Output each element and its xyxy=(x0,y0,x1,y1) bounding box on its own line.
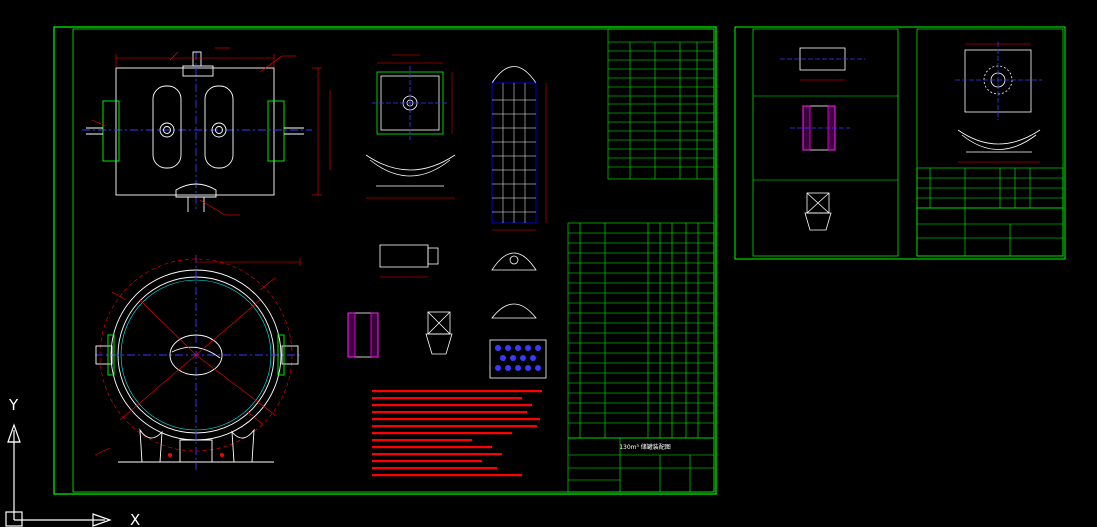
vessel-body-outline xyxy=(115,67,275,196)
main-sheet-outer-border xyxy=(53,26,717,495)
nozzle-table[interactable] xyxy=(607,28,715,180)
secondary-outer-border xyxy=(734,26,1066,260)
top-nozzle xyxy=(182,65,214,77)
main-drawing-sheet[interactable]: 130m³ 储罐装配图 xyxy=(53,26,717,495)
saddle-right xyxy=(267,100,285,162)
main-sheet-title: 130m³ 储罐装配图 xyxy=(619,443,671,451)
vessel-plan-view[interactable] xyxy=(82,47,331,216)
pin-head xyxy=(427,247,439,265)
side-nozzle-right xyxy=(281,345,299,365)
saddle-arc-outer xyxy=(365,154,456,171)
bundle-grid xyxy=(492,83,536,223)
support-leg-left xyxy=(139,428,163,463)
center-manway-split xyxy=(171,346,221,359)
dim-mark-2 xyxy=(220,453,224,457)
detail-tube-bundle[interactable] xyxy=(491,66,547,231)
detail-nozzle-plate[interactable] xyxy=(372,54,453,140)
secondary-parts-table[interactable] xyxy=(916,167,1064,209)
perforated-plate xyxy=(489,339,547,379)
detail-saddle-curve[interactable] xyxy=(365,154,456,199)
ucs-x-label: X xyxy=(130,511,140,527)
half-dome-detail xyxy=(491,252,537,271)
center-manway xyxy=(169,334,223,376)
secondary-left-panel xyxy=(752,28,899,257)
top-nozzle-neck xyxy=(192,51,202,67)
technical-notes xyxy=(372,390,542,477)
secondary-parts xyxy=(780,47,865,231)
manway-left xyxy=(152,85,182,169)
vessel-section-view[interactable] xyxy=(94,255,301,470)
half-dome-hole xyxy=(509,255,519,265)
nozzle-right-inner xyxy=(215,126,223,134)
plan-dimensions xyxy=(91,47,331,216)
secondary-plate-view xyxy=(955,42,1042,163)
parts-list-table[interactable] xyxy=(567,222,715,439)
cap-body xyxy=(425,333,453,355)
bottom-nozzle xyxy=(175,183,217,198)
ucs-y-label: Y xyxy=(8,396,19,414)
side-flange-left xyxy=(107,334,115,376)
secondary-right-panel xyxy=(916,28,1064,257)
side-nozzle-left xyxy=(95,345,113,365)
nozzle-left-circle xyxy=(159,122,175,138)
side-flange-right xyxy=(277,334,285,376)
nozzle-left-inner xyxy=(163,126,171,134)
bundle-dome xyxy=(491,66,537,84)
manway-right xyxy=(204,85,234,169)
secondary-title-block[interactable] xyxy=(916,207,1064,257)
half-dome-detail-2 xyxy=(491,303,537,319)
sleeve-hatch-left xyxy=(347,312,356,358)
main-title-block[interactable] xyxy=(567,437,715,493)
sleeve-hatch-right xyxy=(370,312,379,358)
main-sheet-inner-border xyxy=(72,28,715,493)
nozzle-right-circle xyxy=(211,122,227,138)
secondary-drawing-sheet[interactable] xyxy=(734,26,1066,260)
cap-cross-b xyxy=(427,311,451,335)
detail-small-parts[interactable] xyxy=(347,244,547,379)
support-leg-right xyxy=(231,428,255,463)
plate-dims xyxy=(377,54,453,134)
ucs-icon xyxy=(5,423,112,527)
pin-detail xyxy=(379,244,429,268)
perforated-plate-holes xyxy=(495,345,541,371)
section-leaders xyxy=(94,258,301,456)
dim-mark-1 xyxy=(168,453,172,457)
saddle-arc-inner xyxy=(369,159,451,177)
saddle-left xyxy=(102,100,120,162)
